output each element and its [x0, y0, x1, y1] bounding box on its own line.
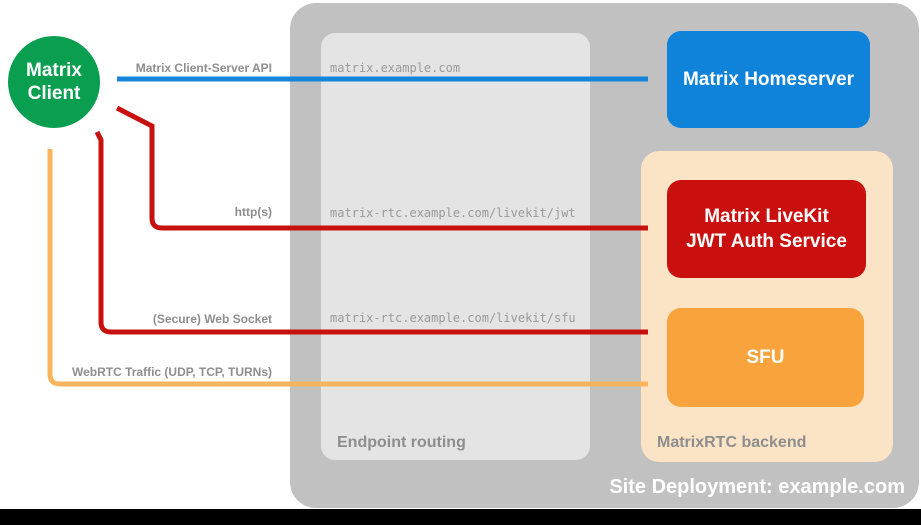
sfu-node: SFU	[667, 308, 864, 407]
bottom-bar	[0, 509, 921, 525]
endpoint-url-sfu: matrix-rtc.example.com/livekit/sfu	[330, 311, 576, 325]
matrixrtc-backend-label: MatrixRTC backend	[657, 434, 807, 451]
matrix-client-label: Matrix Client	[26, 60, 82, 104]
endpoint-url-homeserver: matrix.example.com	[330, 61, 461, 75]
endpoint-url-jwt: matrix-rtc.example.com/livekit/jwt	[330, 206, 576, 220]
jwt-auth-service-node: Matrix LiveKit JWT Auth Service	[667, 180, 866, 278]
site-deployment-label: Site Deployment: example.com	[609, 476, 905, 498]
jwt-auth-service-label: Matrix LiveKit JWT Auth Service	[686, 206, 847, 252]
matrix-client-node: Matrix Client	[8, 36, 100, 128]
endpoint-routing-container	[321, 33, 590, 460]
sfu-label: SFU	[746, 346, 785, 368]
webrtc-traffic-arrow-label: WebRTC Traffic (UDP, TCP, TURNs)	[71, 365, 272, 379]
websocket-arrow-label: (Secure) Web Socket	[152, 312, 272, 326]
matrix-homeserver-label: Matrix Homeserver	[682, 68, 855, 90]
client-server-api-arrow-label: Matrix Client-Server API	[135, 61, 272, 75]
endpoint-routing-label: Endpoint routing	[337, 434, 466, 451]
https-arrow-label: http(s)	[234, 205, 272, 219]
matrix-homeserver-node: Matrix Homeserver	[667, 31, 870, 128]
